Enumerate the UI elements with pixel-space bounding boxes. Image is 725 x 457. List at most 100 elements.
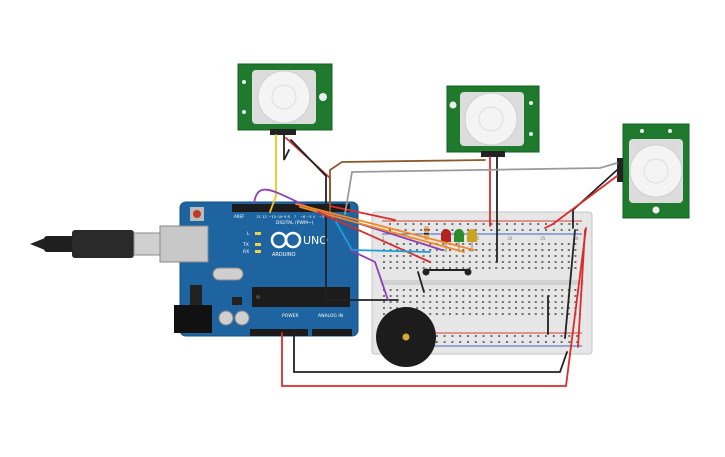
rail-hole[interactable] bbox=[451, 229, 454, 231]
breadboard-hole[interactable] bbox=[528, 243, 531, 245]
breadboard-hole[interactable] bbox=[482, 295, 484, 297]
rail-hole[interactable] bbox=[459, 341, 462, 343]
rail-hole[interactable] bbox=[576, 229, 579, 231]
breadboard-hole[interactable] bbox=[475, 307, 478, 309]
breadboard-hole[interactable] bbox=[482, 255, 484, 257]
breadboard-hole[interactable] bbox=[561, 301, 564, 303]
breadboard-hole[interactable] bbox=[561, 261, 564, 263]
breadboard-hole[interactable] bbox=[561, 243, 564, 245]
breadboard-hole[interactable] bbox=[455, 301, 458, 303]
breadboard-hole[interactable] bbox=[515, 243, 517, 245]
breadboard-hole[interactable] bbox=[574, 295, 577, 297]
breadboard-hole[interactable] bbox=[561, 289, 564, 291]
breadboard-hole[interactable] bbox=[482, 249, 484, 251]
breadboard-hole[interactable] bbox=[554, 307, 557, 309]
breadboard-hole[interactable] bbox=[389, 301, 392, 303]
breadboard-hole[interactable] bbox=[501, 249, 504, 251]
breadboard-hole[interactable] bbox=[422, 307, 425, 309]
breadboard-hole[interactable] bbox=[574, 289, 577, 291]
breadboard-hole[interactable] bbox=[508, 301, 511, 303]
breadboard-hole[interactable] bbox=[508, 249, 511, 251]
rail-hole[interactable] bbox=[529, 229, 532, 231]
breadboard-hole[interactable] bbox=[567, 313, 570, 315]
breadboard-hole[interactable] bbox=[561, 249, 564, 251]
breadboard-hole[interactable] bbox=[534, 307, 537, 309]
rail-hole[interactable] bbox=[560, 229, 563, 231]
breadboard-hole[interactable] bbox=[521, 261, 524, 263]
breadboard-hole[interactable] bbox=[508, 289, 511, 291]
breadboard-hole[interactable] bbox=[435, 255, 438, 257]
breadboard-hole[interactable] bbox=[541, 255, 544, 257]
breadboard-hole[interactable] bbox=[435, 307, 438, 309]
breadboard-hole[interactable] bbox=[554, 313, 557, 315]
breadboard-hole[interactable] bbox=[534, 243, 537, 245]
breadboard-hole[interactable] bbox=[548, 295, 550, 297]
breadboard-hole[interactable] bbox=[409, 289, 412, 291]
breadboard-hole[interactable] bbox=[468, 307, 471, 309]
rail-hole[interactable] bbox=[474, 223, 477, 225]
breadboard-hole[interactable] bbox=[488, 289, 491, 291]
breadboard-hole[interactable] bbox=[534, 255, 537, 257]
dc-barrel-jack[interactable] bbox=[174, 305, 212, 333]
breadboard-hole[interactable] bbox=[422, 267, 425, 269]
breadboard-hole[interactable] bbox=[534, 301, 537, 303]
breadboard-hole[interactable] bbox=[455, 267, 458, 269]
breadboard-hole[interactable] bbox=[541, 313, 544, 315]
breadboard-hole[interactable] bbox=[409, 301, 412, 303]
rail-hole[interactable] bbox=[490, 229, 493, 231]
rail-hole[interactable] bbox=[420, 223, 423, 225]
rail-hole[interactable] bbox=[474, 341, 477, 343]
breadboard-hole[interactable] bbox=[389, 261, 392, 263]
breadboard-hole[interactable] bbox=[475, 249, 478, 251]
breadboard-hole[interactable] bbox=[475, 289, 478, 291]
breadboard-hole[interactable] bbox=[488, 249, 491, 251]
breadboard-hole[interactable] bbox=[567, 249, 570, 251]
wire-pir3-signal[interactable] bbox=[344, 162, 618, 215]
rail-hole[interactable] bbox=[490, 335, 493, 337]
breadboard-hole[interactable] bbox=[462, 267, 465, 269]
breadboard-hole[interactable] bbox=[435, 267, 438, 269]
breadboard-hole[interactable] bbox=[449, 261, 451, 263]
breadboard-hole[interactable] bbox=[541, 295, 544, 297]
breadboard-hole[interactable] bbox=[442, 313, 445, 315]
rail-hole[interactable] bbox=[412, 223, 415, 225]
rail-hole[interactable] bbox=[498, 335, 501, 337]
breadboard-hole[interactable] bbox=[462, 295, 465, 297]
breadboard-hole[interactable] bbox=[475, 313, 478, 315]
rail-hole[interactable] bbox=[451, 341, 454, 343]
rail-hole[interactable] bbox=[443, 223, 446, 225]
breadboard-hole[interactable] bbox=[383, 307, 385, 309]
breadboard-hole[interactable] bbox=[442, 261, 445, 263]
breadboard-hole[interactable] bbox=[442, 289, 445, 291]
breadboard-hole[interactable] bbox=[488, 243, 491, 245]
breadboard-hole[interactable] bbox=[449, 255, 451, 257]
rail-hole[interactable] bbox=[482, 229, 485, 231]
rail-hole[interactable] bbox=[420, 229, 423, 231]
breadboard-hole[interactable] bbox=[548, 261, 550, 263]
wire-rail-vcc[interactable] bbox=[577, 229, 586, 348]
breadboard-hole[interactable] bbox=[468, 243, 471, 245]
breadboard-hole[interactable] bbox=[567, 267, 570, 269]
breadboard-hole[interactable] bbox=[534, 313, 537, 315]
wire-pir1-gnd-stub[interactable] bbox=[283, 134, 290, 161]
breadboard-hole[interactable] bbox=[396, 243, 399, 245]
rail-hole[interactable] bbox=[537, 229, 540, 231]
rail-hole[interactable] bbox=[490, 223, 493, 225]
wire-purple-buzzer[interactable] bbox=[349, 249, 389, 301]
wire-orange-led[interactable] bbox=[299, 206, 465, 253]
breadboard-hole[interactable] bbox=[422, 301, 425, 303]
breadboard-hole[interactable] bbox=[396, 301, 399, 303]
breadboard-hole[interactable] bbox=[574, 249, 577, 251]
breadboard-hole[interactable] bbox=[554, 295, 557, 297]
breadboard-hole[interactable] bbox=[383, 261, 385, 263]
breadboard-hole[interactable] bbox=[495, 307, 498, 309]
rail-hole[interactable] bbox=[490, 341, 493, 343]
breadboard-hole[interactable] bbox=[528, 249, 531, 251]
breadboard-hole[interactable] bbox=[567, 307, 570, 309]
rail-hole[interactable] bbox=[506, 341, 508, 343]
breadboard-hole[interactable] bbox=[488, 261, 491, 263]
rail-hole[interactable] bbox=[521, 341, 524, 343]
rail-hole[interactable] bbox=[545, 229, 547, 231]
breadboard-hole[interactable] bbox=[416, 301, 418, 303]
breadboard-hole[interactable] bbox=[435, 313, 438, 315]
